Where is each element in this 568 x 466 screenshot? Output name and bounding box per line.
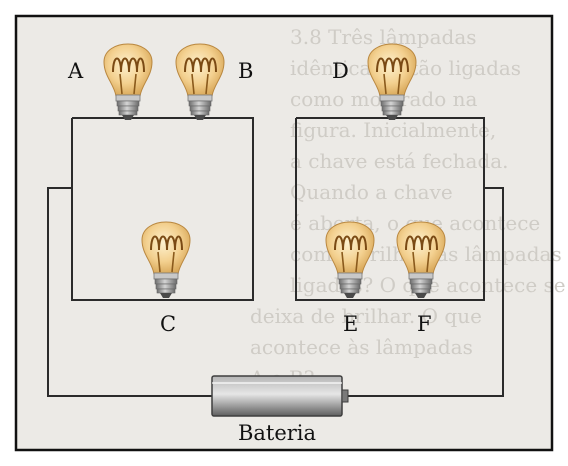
background-text-line: deixa de brilhar. O que xyxy=(250,304,482,328)
background-text-line: Quando a chave xyxy=(290,180,453,204)
label-D: D xyxy=(332,59,349,83)
background-text-line: a chave está fechada. xyxy=(290,149,509,173)
background-text-line: acontece às lâmpadas xyxy=(250,335,473,359)
battery-label: Bateria xyxy=(238,421,316,445)
wires xyxy=(47,117,504,397)
label-B: B xyxy=(238,59,253,83)
label-A: A xyxy=(67,59,84,83)
label-C: C xyxy=(160,312,176,336)
label-F: F xyxy=(417,312,432,336)
label-E: E xyxy=(343,312,358,336)
frame-border xyxy=(14,14,554,452)
battery-icon xyxy=(211,375,349,417)
background-text-line: figura. Inicialmente, xyxy=(290,118,496,142)
